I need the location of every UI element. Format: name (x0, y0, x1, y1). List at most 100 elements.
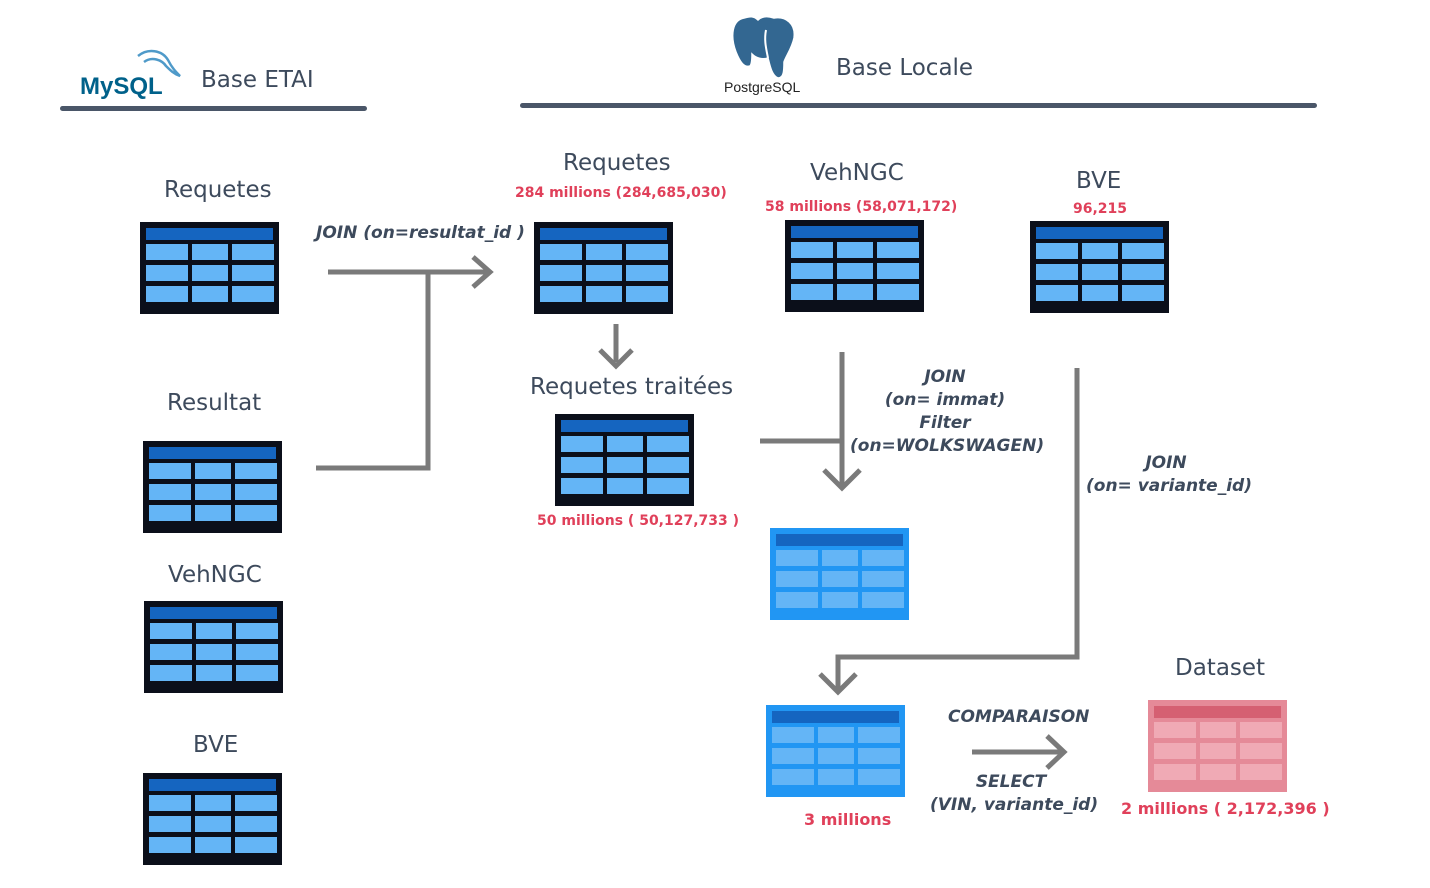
table-cell (192, 265, 228, 281)
etai-table-bve (143, 773, 282, 865)
arrow-head (598, 348, 634, 370)
table-header-bar (150, 607, 277, 619)
table-cell (232, 286, 274, 302)
table-cell (607, 457, 643, 473)
source-title-local: Base Locale (836, 55, 974, 81)
local-table-count-requetes: 284 millions (284,685,030) (515, 185, 727, 201)
table-cell (647, 436, 689, 452)
local-table-count-requetes-traitees: 50 millions ( 50,127,733 ) (537, 513, 740, 529)
table-cell (647, 457, 689, 473)
connector-resultat (316, 274, 431, 471)
table-cell (235, 463, 277, 479)
intermediate-table-joined (770, 528, 909, 620)
table-cell (561, 478, 603, 494)
table-cell (1082, 285, 1118, 301)
table-cell (1240, 722, 1282, 738)
mysql-logo-text: MySQL (80, 73, 163, 100)
op-join-immat-line-1: JOIN (924, 367, 966, 387)
table-cell (822, 592, 858, 608)
table-cell (235, 816, 277, 832)
table-cell (776, 571, 818, 587)
table-cell (236, 665, 278, 681)
table-cell (1036, 285, 1078, 301)
table-cell (877, 284, 919, 300)
local-table-count-vehngc: 58 millions (58,071,172) (765, 199, 958, 215)
etai-table-requetes (140, 222, 279, 314)
local-table-title-requetes-traitees: Requetes traitées (530, 374, 734, 400)
table-cell (862, 550, 904, 566)
op-label-join-variante: JOIN (on= variante_id) (1086, 452, 1252, 498)
table-cell (195, 484, 231, 500)
table-cell (232, 265, 274, 281)
arrow-head (818, 672, 858, 696)
table-cell (607, 436, 643, 452)
table-cell (858, 769, 900, 785)
op-label-comparaison: COMPARAISON (948, 707, 1090, 727)
table-cell (586, 244, 622, 260)
postgresql-logo-text: PostgreSQL (724, 79, 800, 95)
local-table-vehngc (785, 220, 924, 312)
table-cell (149, 463, 191, 479)
table-header-bar (1036, 227, 1163, 239)
table-cell (626, 286, 668, 302)
table-cell (150, 623, 192, 639)
table-cell (1200, 722, 1236, 738)
etai-table-vehngc (144, 601, 283, 693)
op-join-immat-line-4: (on=WOLKSWAGEN) (850, 436, 1045, 456)
table-cell (235, 795, 277, 811)
table-cell (1082, 243, 1118, 259)
table-header-bar (540, 228, 667, 240)
source-title-etai: Base ETAI (201, 67, 314, 93)
arrow-head (822, 468, 862, 492)
dataset-table (1148, 700, 1287, 792)
table-cell (232, 244, 274, 260)
table-cell (586, 265, 622, 281)
table-cell (195, 816, 231, 832)
op-label-join-resultat: JOIN (on=resultat_id ) (316, 223, 525, 243)
arrow-join-variante (835, 368, 1080, 690)
arrow-head (1045, 734, 1068, 770)
table-cell (791, 284, 833, 300)
op-join-immat-line-2: (on= immat) (884, 390, 1006, 410)
table-cell (818, 748, 854, 764)
table-cell (196, 665, 232, 681)
table-cell (1122, 285, 1164, 301)
op-select-line-1: SELECT (975, 772, 1047, 792)
table-header-bar (772, 711, 899, 723)
op-join-variante-line-1: JOIN (1145, 453, 1187, 473)
dataset-count: 2 millions ( 2,172,396 ) (1121, 799, 1330, 818)
table-cell (195, 505, 231, 521)
table-cell (150, 644, 192, 660)
op-join-immat-line-3: Filter (919, 413, 971, 433)
table-cell (192, 244, 228, 260)
table-header-bar (1154, 706, 1281, 718)
table-cell (772, 748, 814, 764)
table-cell (586, 286, 622, 302)
local-table-title-requetes: Requetes (563, 150, 671, 176)
etai-table-title-requetes: Requetes (164, 177, 272, 203)
table-cell (818, 769, 854, 785)
table-cell (149, 837, 191, 853)
table-cell (1082, 264, 1118, 280)
table-cell (196, 644, 232, 660)
table-cell (1036, 264, 1078, 280)
table-cell (146, 244, 188, 260)
table-cell (791, 242, 833, 258)
table-cell (647, 478, 689, 494)
table-cell (776, 550, 818, 566)
table-cell (858, 727, 900, 743)
table-cell (149, 505, 191, 521)
etai-table-title-resultat: Resultat (167, 390, 262, 416)
dataset-title: Dataset (1175, 655, 1266, 681)
mysql-logo: MySQL (78, 42, 182, 100)
table-cell (561, 436, 603, 452)
op-label-select: SELECT (VIN, variante_id) (930, 771, 1098, 817)
table-cell (822, 550, 858, 566)
table-cell (236, 644, 278, 660)
table-cell (772, 727, 814, 743)
table-cell (772, 769, 814, 785)
table-cell (149, 484, 191, 500)
table-header-bar (149, 779, 276, 791)
table-cell (1154, 764, 1196, 780)
table-cell (561, 457, 603, 473)
